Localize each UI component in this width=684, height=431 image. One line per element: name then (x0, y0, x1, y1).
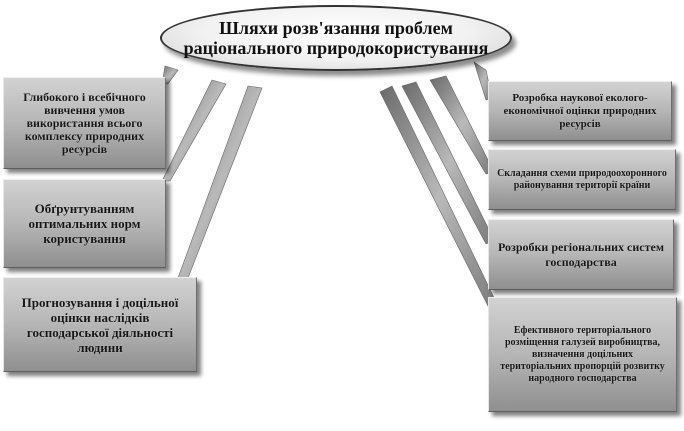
central-title-ellipse: Шляхи розв'язання проблем раціонального … (160, 5, 512, 71)
connector-left-3 (177, 85, 263, 279)
right-box-1: Розробка наукової еколого-економічної оц… (488, 81, 672, 141)
right-box-2-text: Складання схеми природоохоронного району… (497, 167, 667, 191)
left-box-1-text: Глибокого і всебічного вивчення умов вик… (23, 89, 146, 156)
right-box-4: Ефективного територіального розміщення г… (488, 297, 677, 412)
right-box-2: Складання схеми природоохоронного району… (488, 149, 676, 210)
left-box-2: Обґрунтуванням оптимальних норм користув… (3, 179, 166, 268)
right-box-3: Розробки регіональних систем господарств… (488, 219, 674, 290)
right-box-4-text: Ефективного територіального розміщення г… (500, 324, 665, 384)
connector-left-2 (161, 79, 227, 182)
right-box-3-text: Розробки регіональних систем господарств… (497, 239, 665, 269)
right-box-1-text: Розробка наукової еколого-економічної оц… (503, 91, 657, 130)
diagram-title: Шляхи розв'язання проблем раціонального … (183, 18, 489, 58)
connector-right-4 (379, 85, 499, 311)
left-box-1: Глибокого і всебічного вивчення умов вик… (3, 77, 166, 169)
left-box-3: Прогнозування і доцільної оцінки наслідк… (3, 277, 197, 372)
left-box-2-text: Обґрунтуванням оптимальних норм користув… (28, 201, 141, 246)
left-box-3-text: Прогнозування і доцільної оцінки наслідк… (21, 294, 179, 355)
